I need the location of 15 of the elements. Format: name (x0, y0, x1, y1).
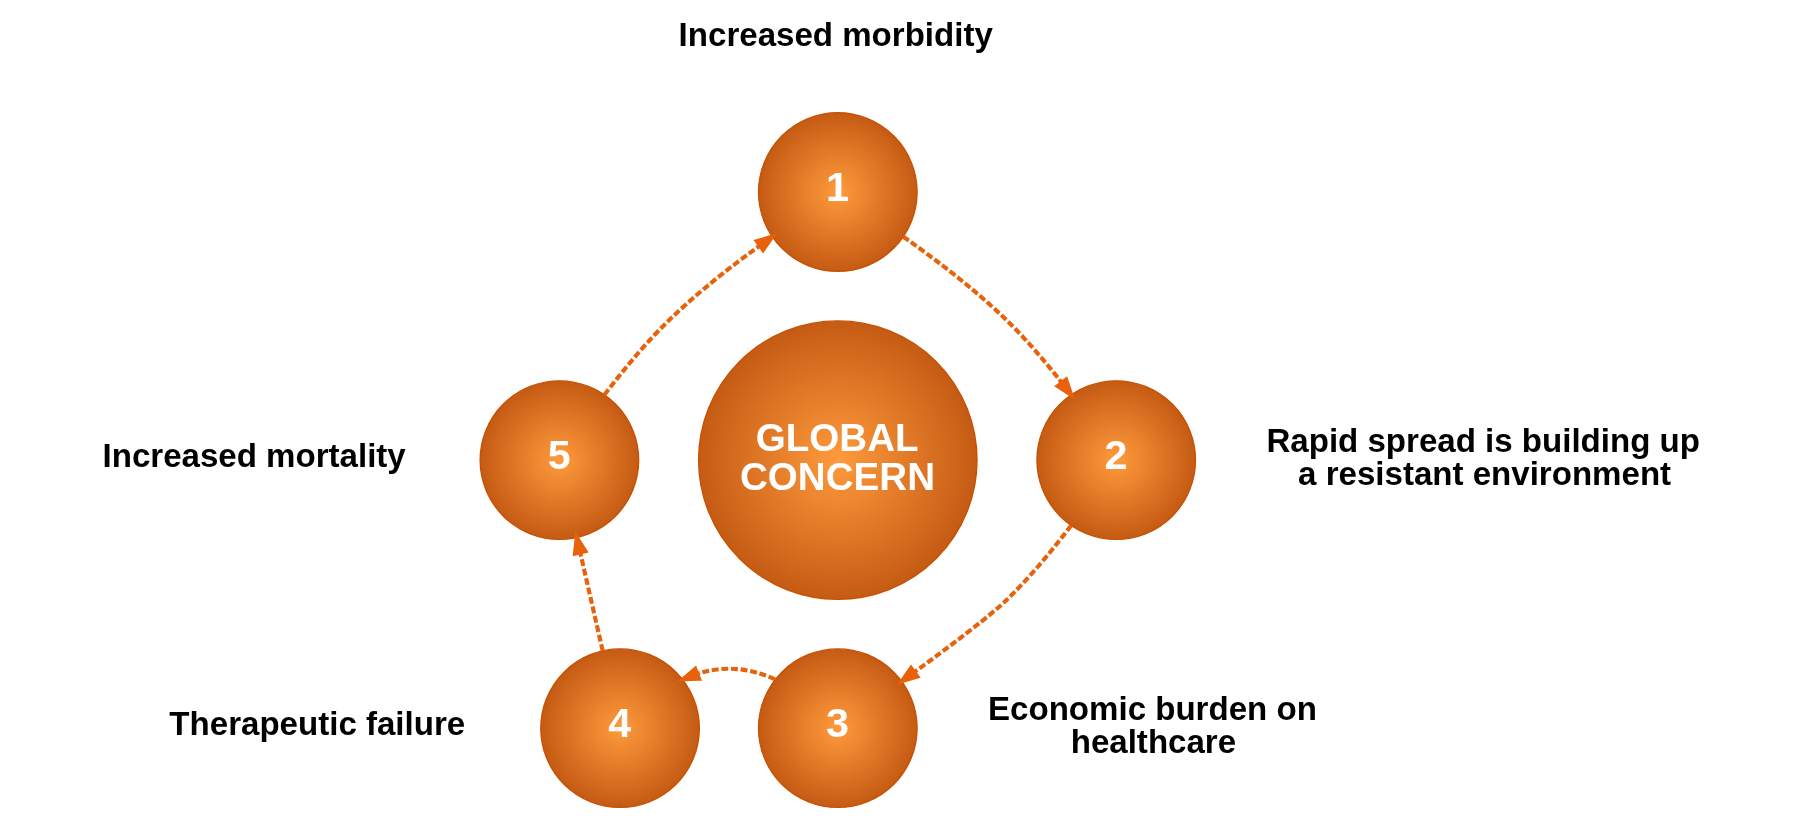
node-circle: 3 (757, 648, 918, 809)
node-label: Increased mortality (102, 437, 406, 475)
arrow (602, 233, 777, 397)
node-circle: 5 (479, 380, 639, 541)
arrow (572, 531, 605, 652)
arrow (896, 524, 1073, 685)
node-label: Increased morbidity (678, 15, 993, 53)
node-label: Economic burden on healthcare (987, 690, 1317, 761)
arrow (901, 235, 1075, 400)
node-label: Rapid spread is building up a resistant environment (1265, 422, 1700, 493)
node-circle: 1 (757, 112, 918, 272)
arrow (676, 665, 776, 682)
node-circle: GLOBAL CONCERN (697, 320, 978, 600)
node-circle: 2 (1035, 380, 1196, 541)
node-label: Therapeutic failure (168, 705, 465, 743)
